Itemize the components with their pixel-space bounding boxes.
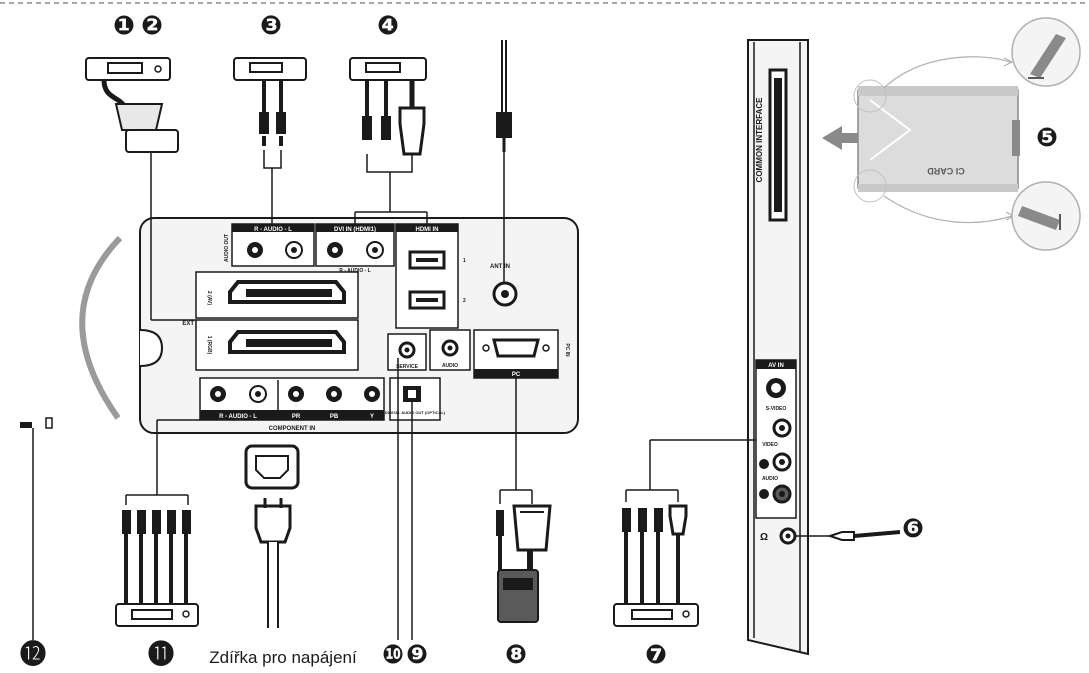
pc-audio-label: AUDIO	[442, 363, 458, 369]
pc-in-label: PC IN	[564, 343, 570, 357]
marker-1: ❶	[113, 11, 135, 41]
av-in-label: AV IN	[768, 363, 784, 369]
ci-card-label: CI CARD	[927, 166, 965, 176]
hdmi-1-label: 1	[463, 258, 466, 264]
marker-10: ❿	[382, 640, 404, 670]
side-panel: COMMON INTERFACE AV IN S-VIDEO VIDEO AUD…	[747, 39, 809, 656]
dvi-hdmi-cable	[349, 57, 428, 224]
marker-11: ⓫	[148, 640, 174, 670]
y-label: Y	[370, 414, 374, 420]
ci-card-body	[857, 89, 1019, 189]
power-socket	[244, 444, 300, 628]
pr-label: PR	[292, 414, 301, 420]
marker-12: ⓬	[20, 639, 46, 670]
marker-6: ❻	[902, 514, 924, 544]
marker-2: ❷	[141, 11, 163, 41]
pc-label: PC	[512, 372, 521, 378]
power-caption: Zdířka pro napájení	[209, 648, 357, 667]
common-interface-label: COMMON INTERFACE	[755, 97, 764, 183]
dvi-audio-label: R - AUDIO - L	[339, 268, 370, 274]
video-label: VIDEO	[762, 442, 778, 448]
marker-8: ❽	[505, 640, 527, 670]
headphone-plug	[796, 530, 901, 541]
headphone-symbol: Ω	[760, 532, 768, 543]
kensington-lock	[20, 417, 53, 640]
comp-rl-label: R - AUDIO - L	[219, 414, 257, 420]
marker-5: ❺	[1036, 123, 1058, 153]
ext-label: EXT	[182, 321, 194, 327]
pb-label: PB	[330, 414, 339, 420]
audio-out-label: AUDIO OUT	[224, 234, 230, 262]
hdmi-in-block	[395, 223, 459, 329]
hdmi-2-label: 2	[463, 298, 466, 304]
marker-7: ❼	[645, 640, 667, 670]
component-cable	[115, 419, 200, 627]
marker-3: ❸	[260, 11, 282, 41]
dvi-in-label: DVI IN (HDMI1)	[334, 227, 376, 233]
marker-9: ❾	[406, 640, 428, 670]
optical-label: DIGITAL AUDIO OUT (OPTICAL)	[385, 410, 446, 415]
service-label: SERVICE	[396, 364, 419, 370]
insert-arrow	[822, 126, 858, 150]
antenna-cable	[496, 40, 512, 282]
av-cable	[613, 439, 756, 627]
ant-in-label: ANT IN	[490, 264, 510, 270]
audio-out-cable	[233, 57, 307, 224]
component-in-label: COMPONENT IN	[269, 426, 316, 432]
pc-vga-port[interactable]	[492, 338, 540, 358]
pc-cable	[496, 378, 552, 623]
side-audio-label: AUDIO	[762, 476, 778, 482]
ci-card: CI CARD	[822, 17, 1081, 251]
audio-out-rl-label: R - AUDIO - L	[254, 227, 292, 233]
ext-2-label: 2 (AV)	[206, 291, 212, 305]
rear-panel: R - AUDIO - L AUDIO OUT DVI IN (HDMI1) R…	[139, 217, 579, 434]
left-curved-cable	[79, 235, 123, 420]
hdmi-in-label: HDMI IN	[416, 227, 439, 233]
scart-cable	[85, 57, 196, 321]
marker-4: ❹	[377, 11, 399, 41]
s-video-label: S-VIDEO	[766, 406, 787, 412]
ext-1-label: 1 (RGB)	[206, 336, 212, 355]
